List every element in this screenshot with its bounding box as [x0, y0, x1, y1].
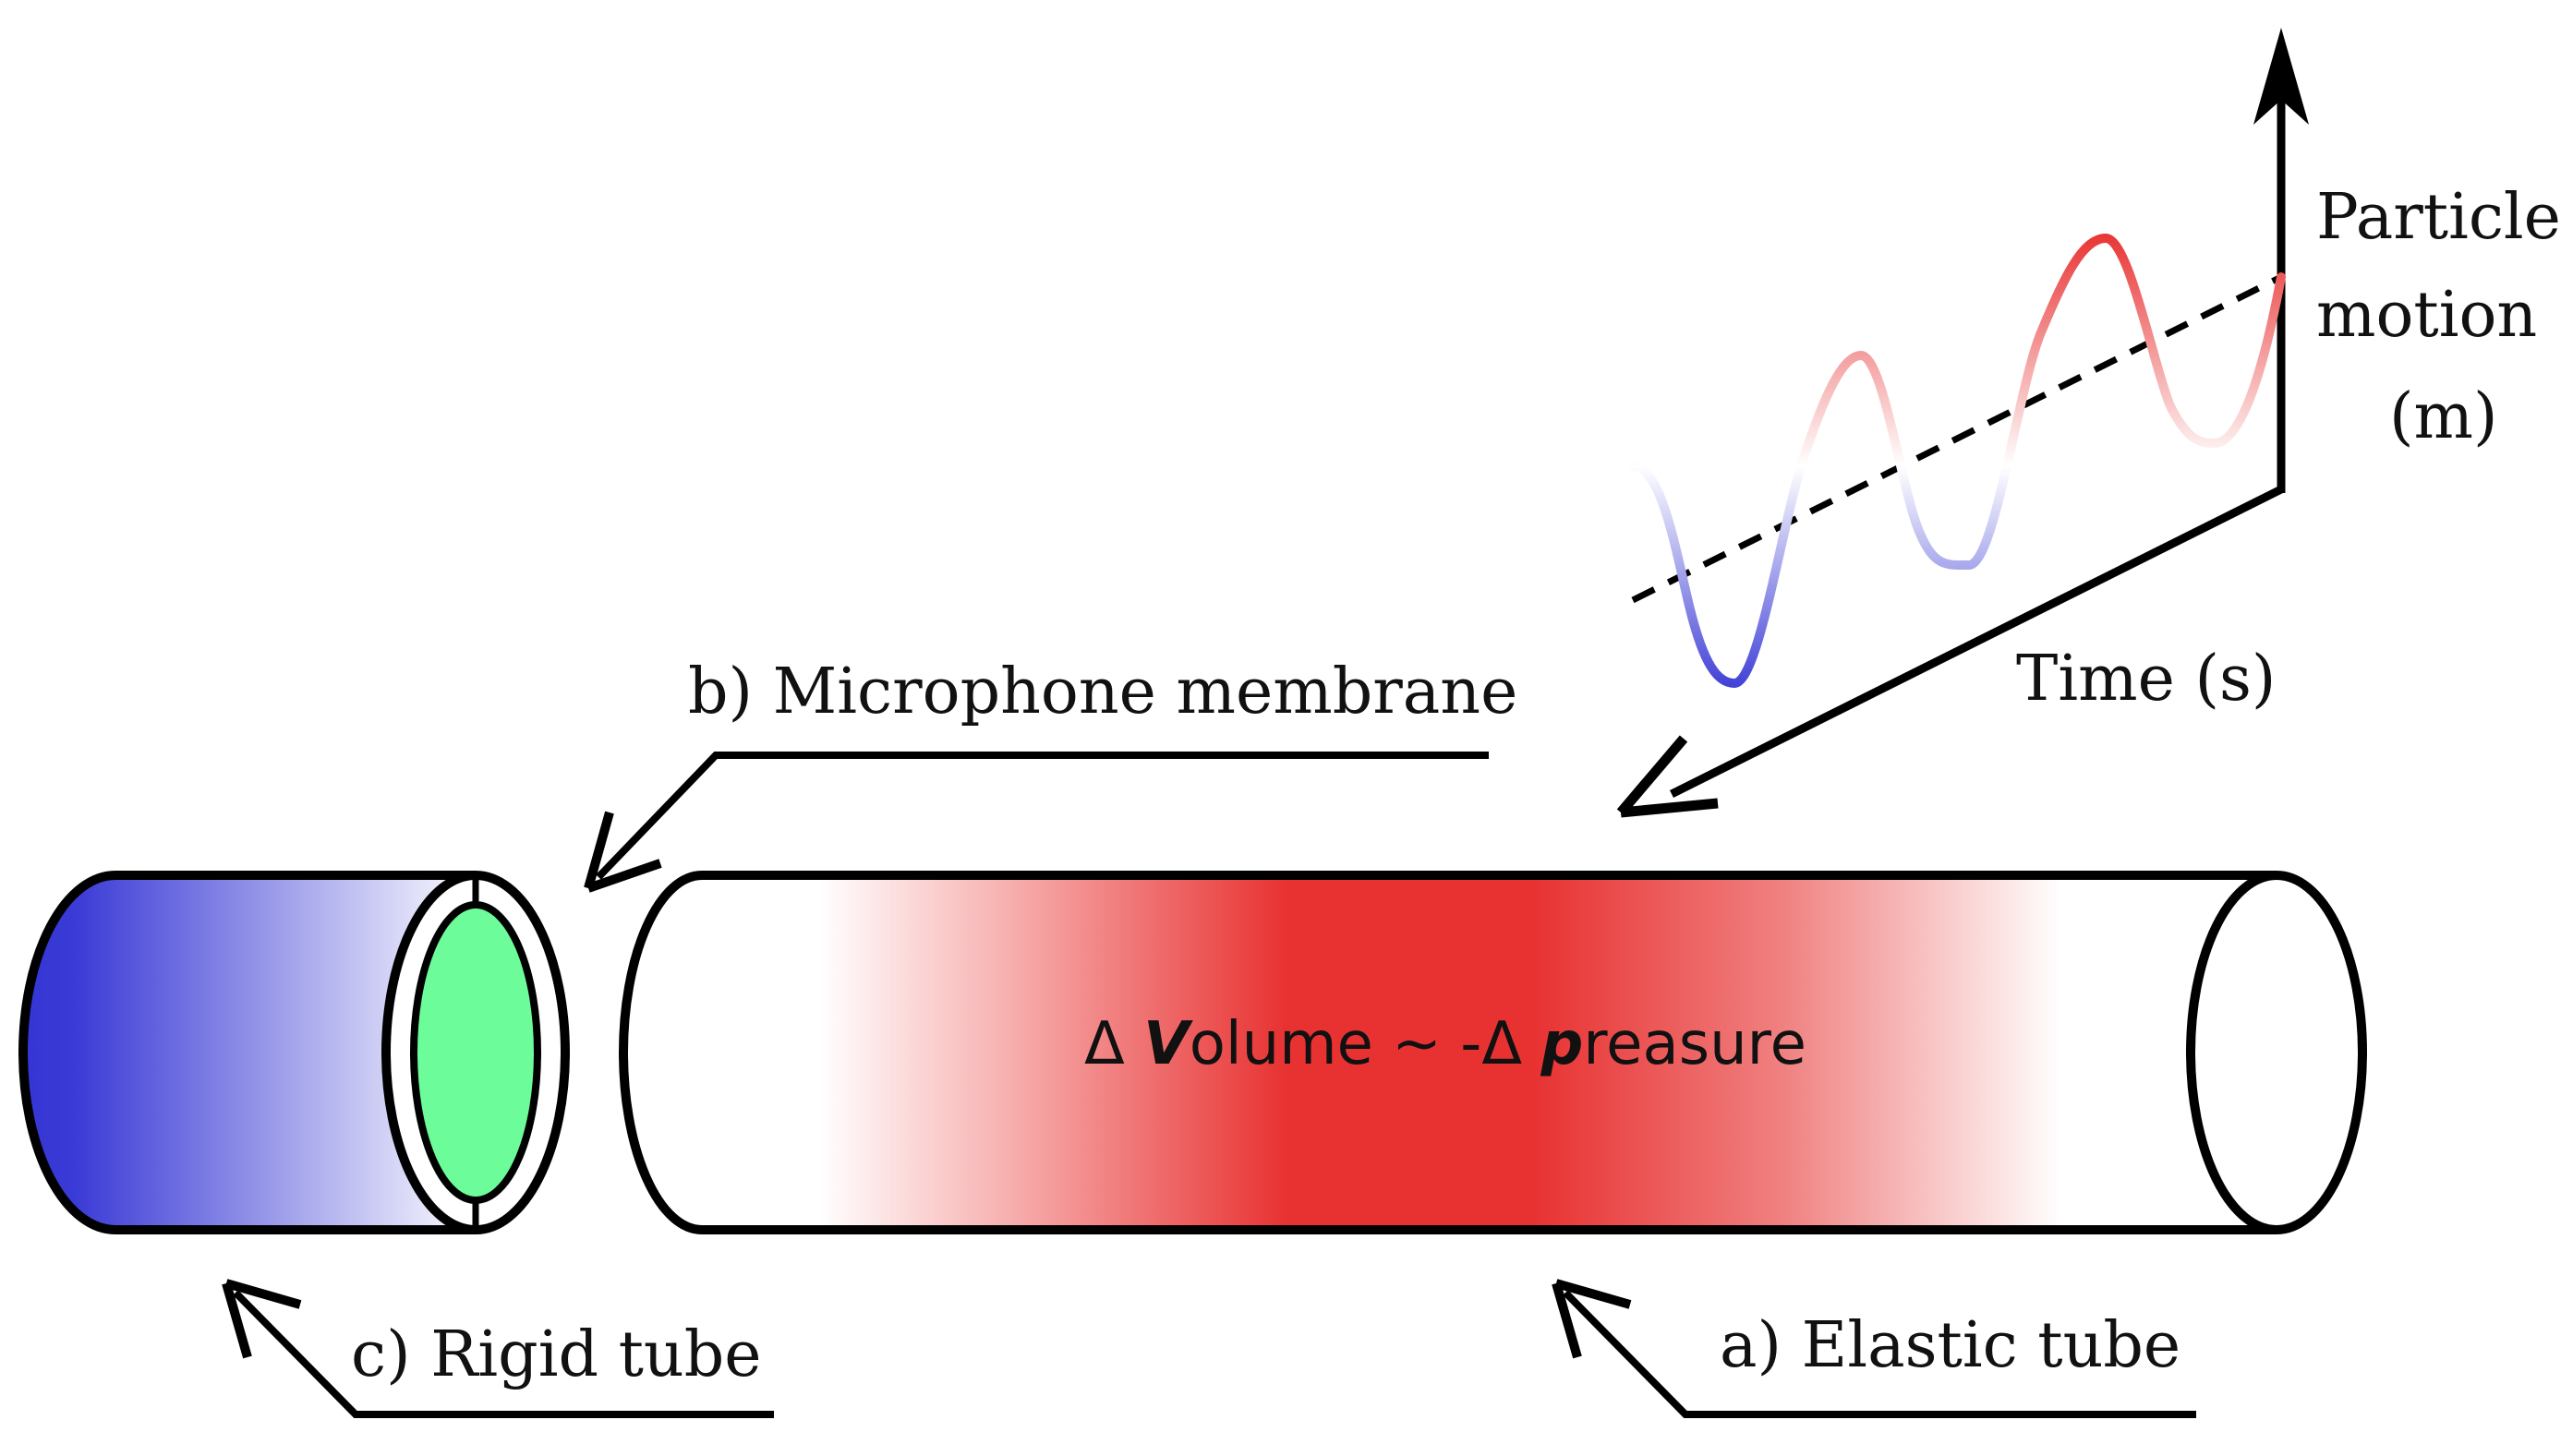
rigid-tube-outline [18, 871, 476, 1234]
wave-baseline-dashed [1631, 273, 2283, 604]
particle-motion-label-line3: (m) [2389, 380, 2498, 453]
equation-pressure-rest: reasure [1583, 1010, 1806, 1078]
microphone-callout-leader [596, 752, 1489, 880]
time-axis-line [1669, 485, 2284, 799]
microphone-membrane-disc [410, 901, 541, 1204]
rigid-tube-label: c) Rigid tube [351, 1318, 762, 1391]
time-axis-label: Time (s) [2016, 643, 2276, 716]
equation-volume-letter: V [1143, 1010, 1193, 1078]
rigid-callout-arrowhead [222, 1279, 302, 1359]
equation-volume-rest: olume ~ -Δ [1190, 1010, 1541, 1078]
rigid-tube-callout: c) Rigid tube [222, 1279, 774, 1418]
microphone-callout-arrowhead [584, 811, 662, 893]
elastic-tube [619, 871, 2367, 1234]
particle-axis-arrowhead [2253, 28, 2309, 125]
equation-pressure-letter: p [1540, 1010, 1583, 1078]
equation-delta: Δ [1084, 1010, 1143, 1078]
sine-wave [1628, 233, 2286, 689]
elastic-tube-callout: a) Elastic tube [1552, 1279, 2196, 1418]
elastic-tube-label: a) Elastic tube [1720, 1309, 2180, 1382]
particle-motion-axes [1616, 28, 2309, 818]
elastic-callout-arrowhead [1552, 1279, 1632, 1359]
volume-pressure-equation: Δ Volume ~ -Δ preasure [1084, 1010, 1806, 1078]
microphone-membrane-label: b) Microphone membrane [688, 656, 1517, 728]
elastic-tube-end-opening [2186, 871, 2367, 1234]
rigid-callout-leader [233, 1290, 774, 1418]
elastic-tube-outline [619, 871, 2277, 1234]
microphone-membrane-callout: b) Microphone membrane [584, 656, 1517, 893]
time-axis-arrowhead [1616, 735, 1719, 818]
particle-motion-label-line1: Particle [2316, 181, 2561, 254]
elastic-tube-gradient-fill [623, 875, 2277, 1230]
elastic-callout-leader [1563, 1290, 2196, 1418]
particle-motion-label-line2: motion [2316, 279, 2537, 352]
rigid-tube [18, 871, 570, 1234]
